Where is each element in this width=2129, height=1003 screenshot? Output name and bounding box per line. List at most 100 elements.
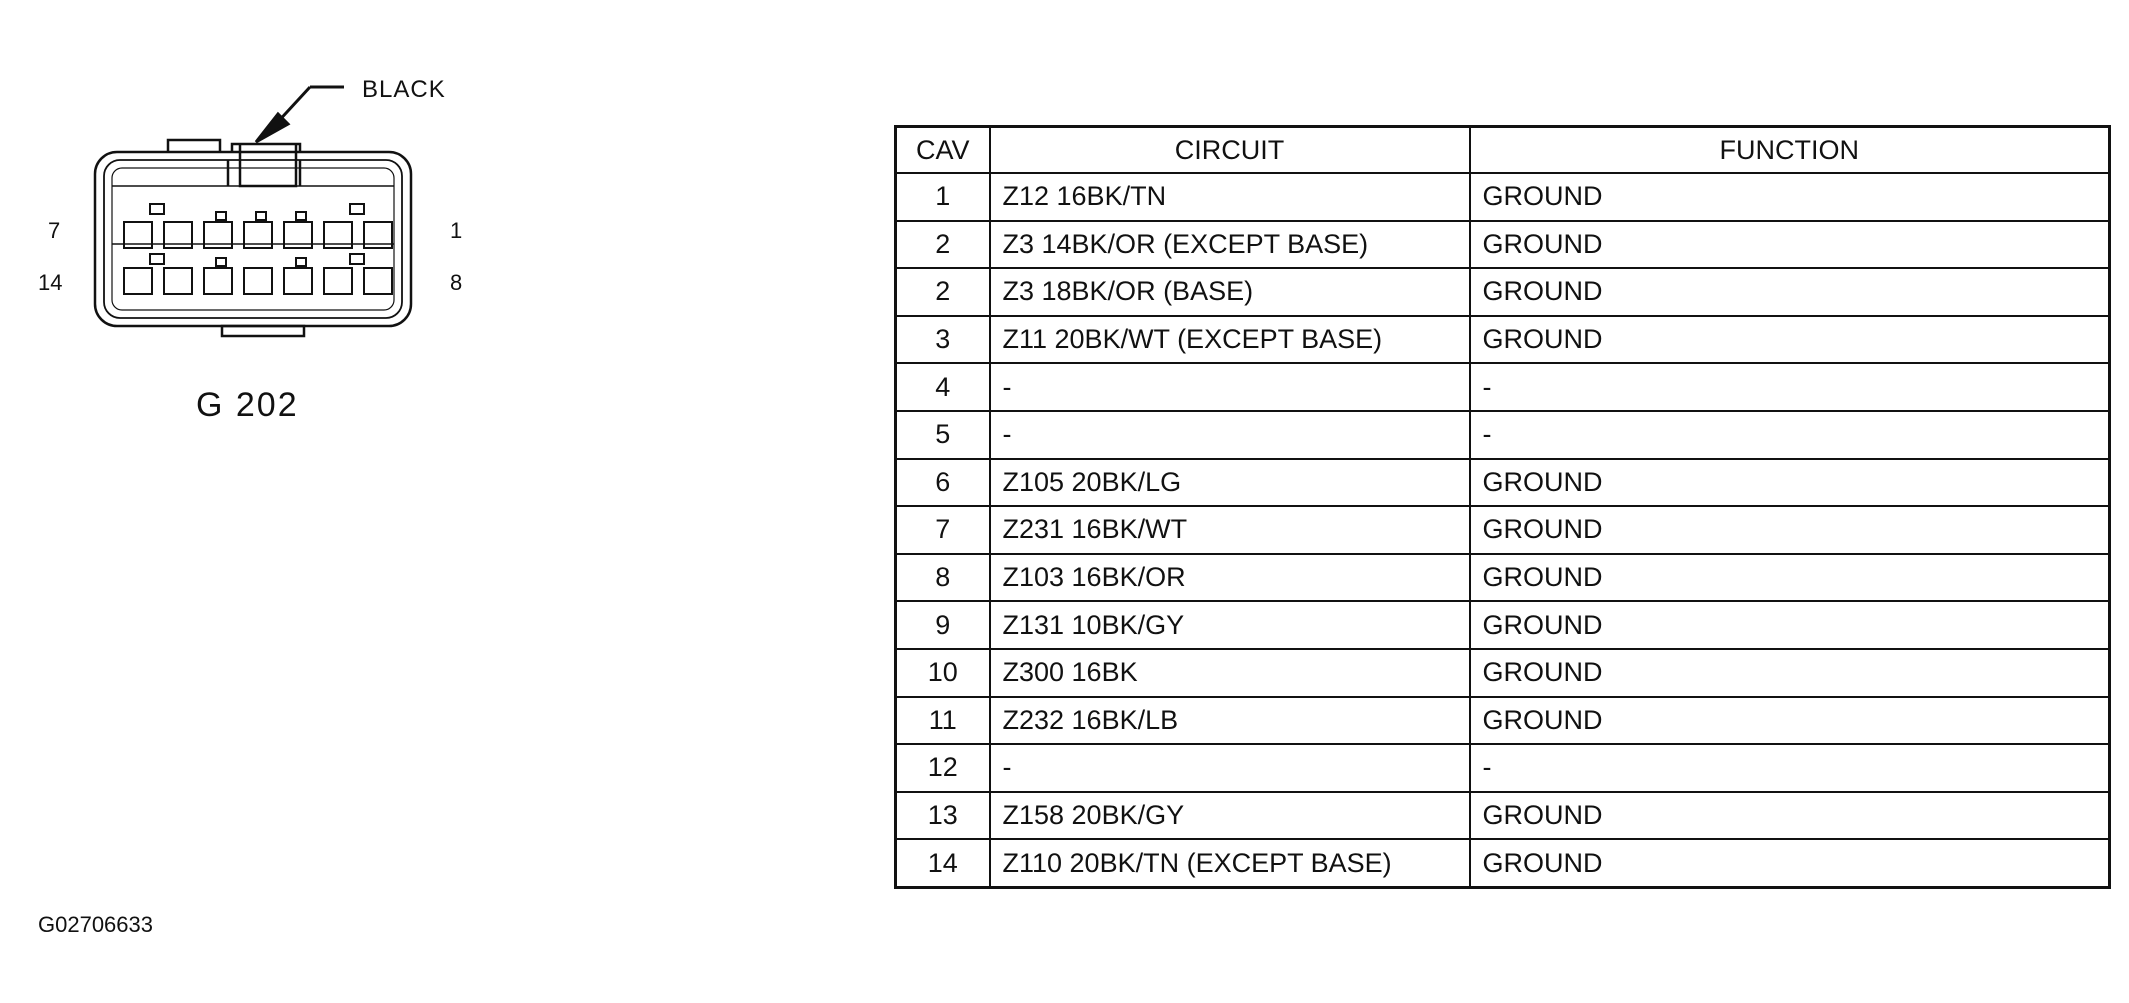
table-row: 2 Z3 18BK/OR (BASE) GROUND (894, 267, 2111, 317)
connector-diagram: BLACK (38, 76, 462, 424)
figure-id: G02706633 (38, 912, 153, 937)
cavity-11 (243, 267, 273, 295)
cell-function: GROUND (1468, 267, 2111, 317)
cell-function: GROUND (1468, 600, 2111, 650)
cell-function: - (1468, 362, 2111, 412)
cavity-6 (163, 221, 193, 249)
cavity-10 (283, 267, 313, 295)
pinout-table: CAV CIRCUIT FUNCTION 1 Z12 16BK/TN GROUN… (894, 125, 2111, 889)
connector-name: G 202 (196, 386, 299, 424)
cell-cav: 2 (894, 267, 991, 317)
cavity-latch-10 (295, 257, 307, 267)
cell-circuit: Z231 16BK/WT (988, 505, 1471, 555)
cell-cav: 2 (894, 219, 991, 270)
cavity-row-top (123, 203, 393, 249)
cell-cav: 5 (894, 409, 991, 460)
table-row: 9 Z131 10BK/GY GROUND (894, 600, 2111, 650)
cavity-row-bottom (123, 253, 393, 295)
pin-label-bottom-right: 8 (450, 270, 462, 295)
table-row: 3 Z11 20BK/WT (EXCEPT BASE) GROUND (894, 314, 2111, 365)
cell-function: GROUND (1468, 314, 2111, 365)
cell-circuit: Z110 20BK/TN (EXCEPT BASE) (988, 838, 1471, 889)
cell-circuit: Z3 18BK/OR (BASE) (988, 267, 1471, 317)
cell-function: GROUND (1468, 172, 2111, 222)
cell-circuit: Z232 16BK/LB (988, 695, 1471, 746)
cavity-5 (203, 221, 233, 249)
cell-function: - (1468, 409, 2111, 460)
cavity-latch-1 (349, 203, 365, 215)
cell-circuit: - (988, 743, 1471, 793)
callout-arrowhead (254, 111, 291, 144)
cell-circuit: Z105 20BK/LG (988, 457, 1471, 508)
cell-cav: 1 (894, 172, 991, 222)
cavity-3 (283, 221, 313, 249)
housing-bottom-key (220, 324, 306, 338)
black-callout (254, 85, 344, 144)
table-row: 14 Z110 20BK/TN (EXCEPT BASE) GROUND (894, 838, 2111, 889)
table-row: 6 Z105 20BK/LG GROUND (894, 457, 2111, 508)
header-function: FUNCTION (1468, 125, 2111, 174)
cell-cav: 3 (894, 314, 991, 365)
cavity-latch-7 (149, 203, 165, 215)
cell-function: GROUND (1468, 647, 2111, 698)
cell-cav: 12 (894, 743, 991, 793)
cell-circuit: - (988, 409, 1471, 460)
cell-function: GROUND (1468, 838, 2111, 889)
cell-circuit: - (988, 362, 1471, 412)
cavity-latch-5 (215, 211, 227, 221)
housing-latch (166, 138, 302, 188)
cavity-7 (123, 221, 153, 249)
cavity-9 (323, 267, 353, 295)
cell-function: - (1468, 743, 2111, 793)
cell-cav: 6 (894, 457, 991, 508)
cavity-latch-4 (255, 211, 267, 221)
housing-inner (103, 159, 403, 319)
connector-housing (93, 138, 413, 338)
cell-circuit: Z103 16BK/OR (988, 552, 1471, 603)
table-row: 12 - - (894, 743, 2111, 793)
cell-function: GROUND (1468, 457, 2111, 508)
cell-cav: 13 (894, 790, 991, 841)
cell-cav: 10 (894, 647, 991, 698)
pin-label-top-right: 1 (450, 218, 462, 243)
cell-cav: 9 (894, 600, 991, 650)
table-row: 1 Z12 16BK/TN GROUND (894, 172, 2111, 222)
housing-inner-2 (111, 167, 395, 311)
table-row: 7 Z231 16BK/WT GROUND (894, 505, 2111, 555)
cell-circuit: Z158 20BK/GY (988, 790, 1471, 841)
table-row: 5 - - (894, 409, 2111, 460)
cell-function: GROUND (1468, 219, 2111, 270)
pin-label-top-left: 7 (48, 218, 60, 243)
header-cav: CAV (894, 125, 991, 174)
cavity-2 (323, 221, 353, 249)
table-row: 11 Z232 16BK/LB GROUND (894, 695, 2111, 746)
header-circuit: CIRCUIT (988, 125, 1471, 174)
cell-circuit: Z131 10BK/GY (988, 600, 1471, 650)
cell-circuit: Z11 20BK/WT (EXCEPT BASE) (988, 314, 1471, 365)
cavity-12 (203, 267, 233, 295)
cell-function: GROUND (1468, 790, 2111, 841)
cavity-13 (163, 267, 193, 295)
cavity-latch-8 (349, 253, 365, 265)
table-row: 4 - - (894, 362, 2111, 412)
table-row: 8 Z103 16BK/OR GROUND (894, 552, 2111, 603)
cavity-latch-14 (149, 253, 165, 265)
cell-circuit: Z3 14BK/OR (EXCEPT BASE) (988, 219, 1471, 270)
cavity-1 (363, 221, 393, 249)
table-row: 13 Z158 20BK/GY GROUND (894, 790, 2111, 841)
cell-function: GROUND (1468, 505, 2111, 555)
cavity-14 (123, 267, 153, 295)
cell-cav: 14 (894, 838, 991, 889)
connector-color-label: BLACK (362, 76, 446, 103)
cavity-latch-3 (295, 211, 307, 221)
cell-cav: 8 (894, 552, 991, 603)
cell-cav: 11 (894, 695, 991, 746)
table-row: 2 Z3 14BK/OR (EXCEPT BASE) GROUND (894, 219, 2111, 270)
cell-circuit: Z12 16BK/TN (988, 172, 1471, 222)
table-header-row: CAV CIRCUIT FUNCTION (894, 125, 2111, 174)
cell-function: GROUND (1468, 695, 2111, 746)
cavity-8 (363, 267, 393, 295)
table-row: 10 Z300 16BK GROUND (894, 647, 2111, 698)
cell-circuit: Z300 16BK (988, 647, 1471, 698)
cell-function: GROUND (1468, 552, 2111, 603)
